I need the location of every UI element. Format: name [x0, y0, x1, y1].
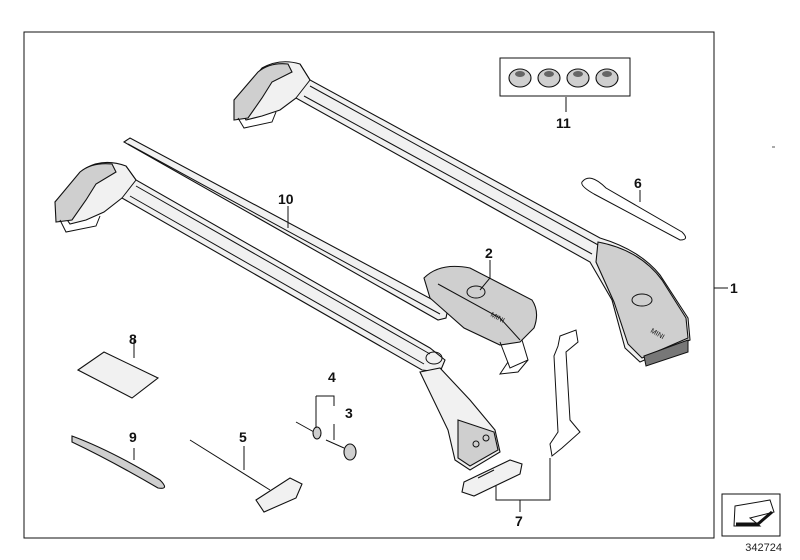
callout-10: 10 — [278, 191, 294, 207]
callout-2: 2 — [485, 245, 493, 261]
nut-icon — [566, 68, 590, 88]
callout-6: 6 — [634, 175, 642, 191]
roof-rail-rear — [233, 61, 691, 367]
part-11-nut-box — [499, 57, 631, 97]
leader-lines — [133, 97, 728, 512]
callout-11: 11 — [556, 115, 571, 131]
callout-1: 1 — [730, 280, 738, 296]
callout-4: 4 — [328, 369, 336, 385]
part-6-wire — [581, 177, 686, 241]
part-9-strap — [71, 435, 166, 489]
part-8-pad — [76, 351, 160, 399]
roof-rail-front — [54, 161, 501, 471]
nut-icon — [508, 68, 532, 88]
nut-icon — [595, 68, 619, 88]
callout-8: 8 — [129, 331, 137, 347]
callout-9: 9 — [129, 429, 137, 445]
part-number: 342724 — [745, 542, 782, 554]
diagram-frame — [23, 31, 715, 539]
arrow-down-left-icon — [721, 493, 781, 537]
nut-icon — [537, 68, 561, 88]
callout-5: 5 — [239, 429, 247, 445]
part-2-cap — [423, 265, 538, 375]
part-3-key — [325, 439, 357, 461]
callout-3: 3 — [345, 405, 353, 421]
callout-7: 7 — [515, 513, 523, 529]
part-5-tkey — [189, 439, 303, 513]
part-10-strip — [122, 137, 449, 321]
part-7-clamp — [461, 329, 581, 497]
part-4-bolt — [295, 421, 322, 440]
